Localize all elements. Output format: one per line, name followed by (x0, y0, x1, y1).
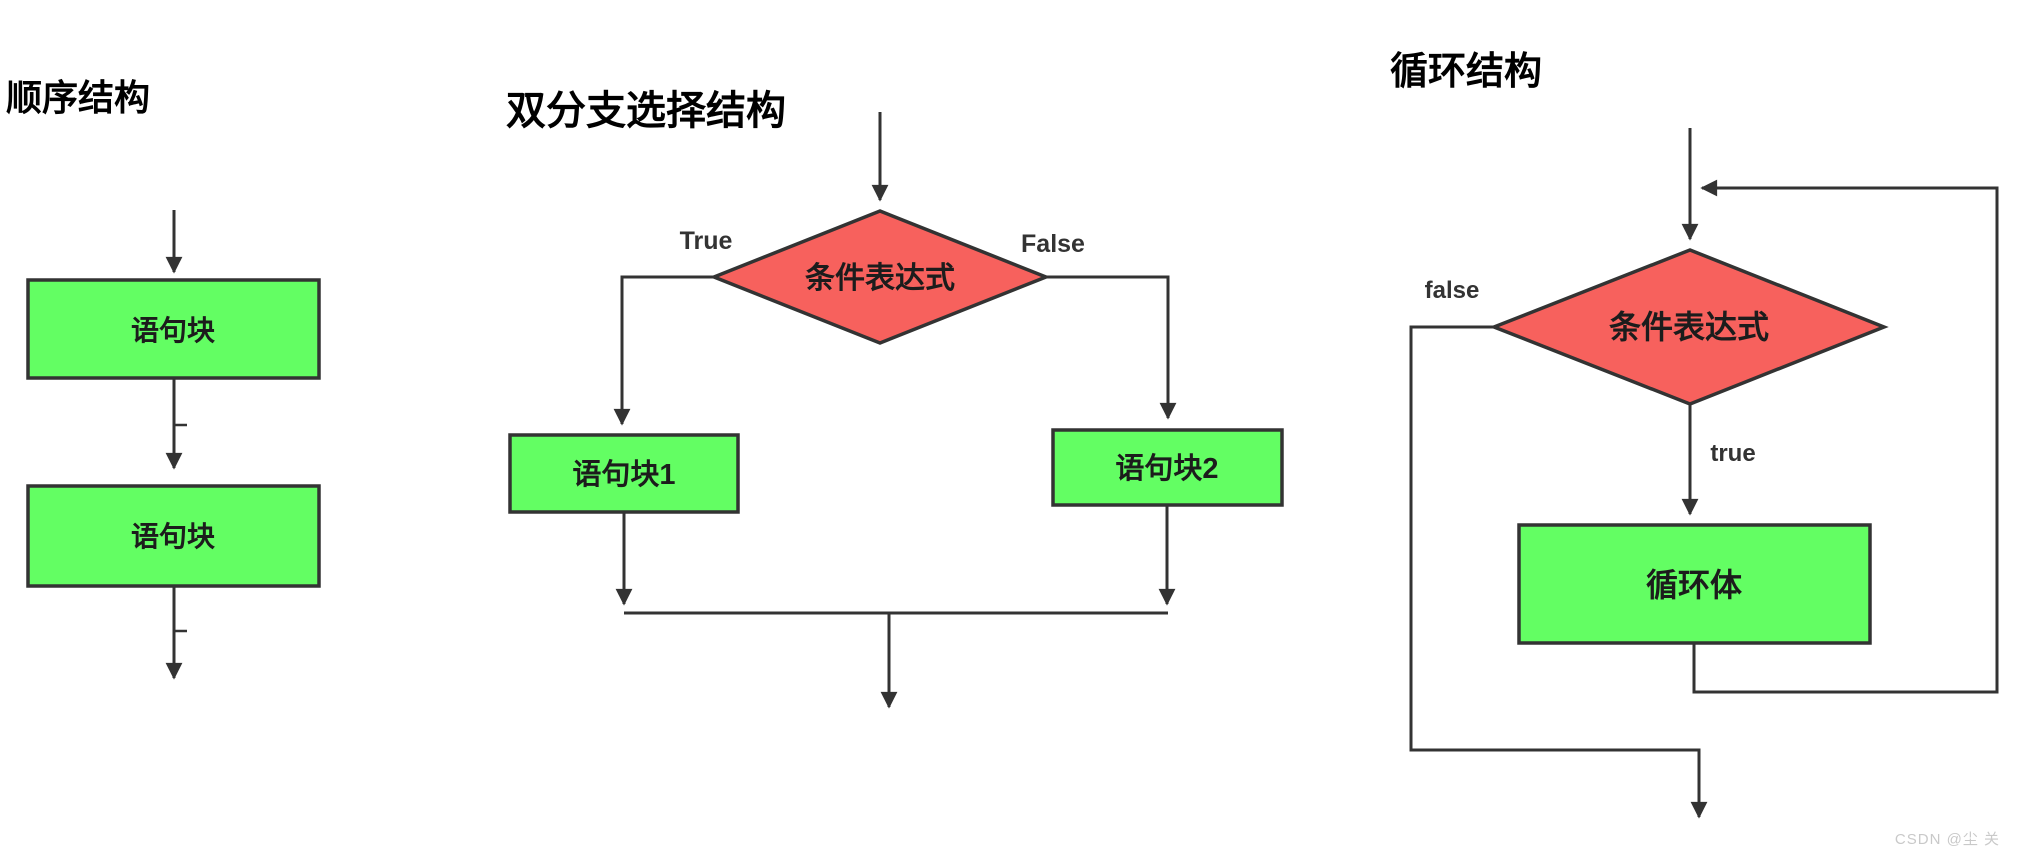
loop-true-label: true (1710, 440, 1755, 467)
branch-condition-label: 条件表达式 (805, 262, 955, 295)
loop-body-box (1517, 523, 1872, 645)
sequence-block1-label: 语句块 (131, 315, 215, 346)
branch-decision-diamond (709, 209, 1051, 345)
sequence-block2-label: 语句块 (131, 521, 215, 552)
branch-true-arrow (613, 275, 714, 426)
sequence-block2-box (26, 484, 321, 588)
loop-title: 循环结构 (1390, 51, 1542, 93)
branch-true-label: True (680, 227, 733, 255)
sequence-structure-diagram: 顺序结构 语句块 语句块 (6, 77, 321, 680)
loop-structure-diagram: 循环结构 条件表达式 false true 循环体 (1390, 51, 1999, 819)
csdn-watermark: CSDN @尘 关 (1895, 831, 2000, 848)
branch-false-arrow (1046, 275, 1177, 420)
branch-block2-label: 语句块2 (1115, 452, 1218, 485)
diagram-root: 顺序结构 语句块 语句块 双分支选择结构 条件表达式 True False (6, 51, 2000, 848)
loop-back-arrow (1692, 179, 1999, 694)
sequence-title: 顺序结构 (6, 77, 150, 118)
branch-false-label: False (1021, 230, 1085, 258)
branch-block1-label: 语句块1 (572, 458, 675, 491)
loop-body-label: 循环体 (1646, 567, 1742, 603)
two-branch-structure-diagram: 双分支选择结构 条件表达式 True False 语句块1 语句块2 (506, 89, 1284, 709)
branch-title: 双分支选择结构 (506, 89, 786, 133)
loop-false-label: false (1425, 277, 1480, 304)
loop-false-exit-arrow (1409, 325, 1708, 819)
branch-block2-box (1051, 428, 1284, 507)
loop-condition-label: 条件表达式 (1609, 309, 1769, 345)
